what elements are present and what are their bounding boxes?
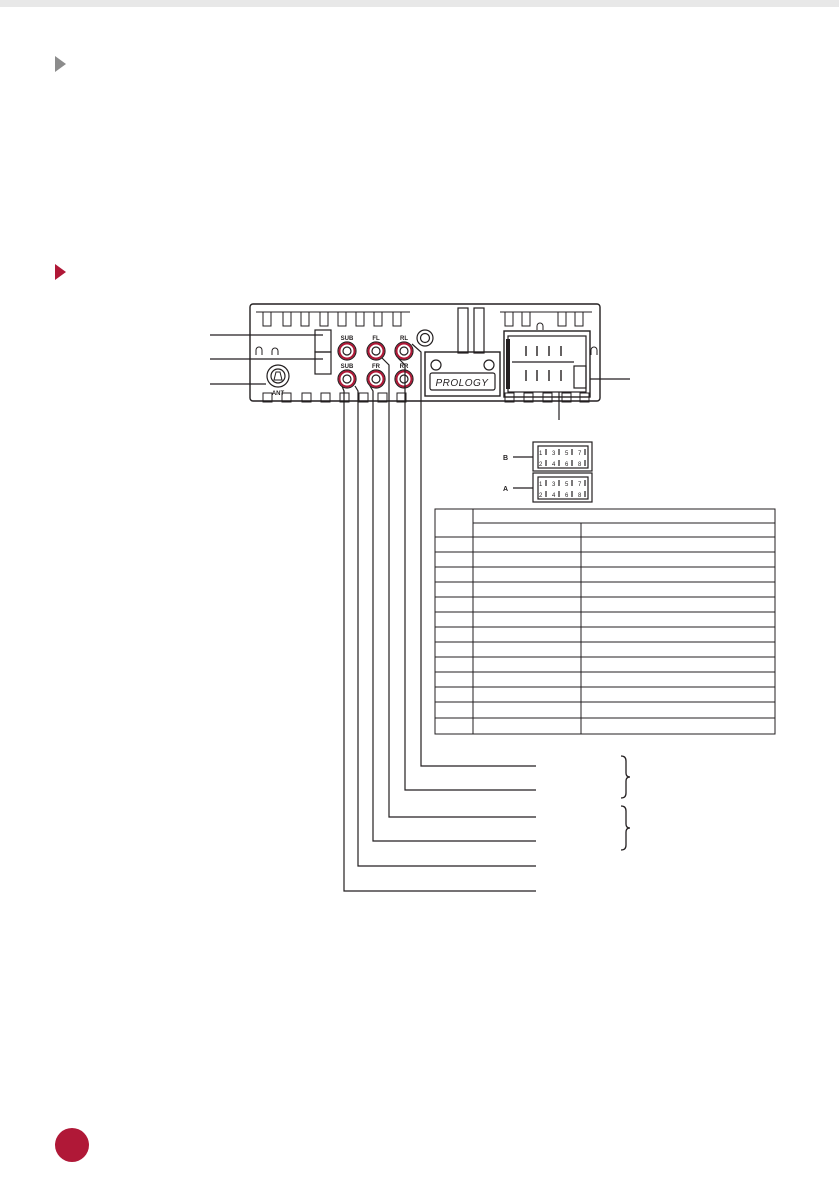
pin-b-5: 5 xyxy=(565,451,569,457)
rca-label-rr: RR xyxy=(400,364,409,370)
rca-label-sub-bottom: SUB xyxy=(341,364,354,370)
brace-icon xyxy=(620,755,631,851)
pin-b-1: 1 xyxy=(539,451,543,457)
pin-b-7: 7 xyxy=(578,451,582,457)
iso-pinout xyxy=(513,441,593,503)
section-marker-red-icon xyxy=(55,264,66,280)
pin-b-4: 4 xyxy=(552,462,556,468)
pin-a-3: 3 xyxy=(552,482,556,488)
top-bar xyxy=(0,0,839,7)
pin-a-8: 8 xyxy=(578,493,582,499)
rca-label-rl: RL xyxy=(400,336,408,342)
antenna-label: ANT xyxy=(272,391,285,397)
pin-a-2: 2 xyxy=(539,493,543,499)
pin-b-2: 2 xyxy=(539,462,543,468)
pin-a-6: 6 xyxy=(565,493,569,499)
rca-jack-icon xyxy=(337,341,414,389)
rear-panel xyxy=(249,303,601,403)
block-a-label: A xyxy=(503,486,508,493)
pin-a-7: 7 xyxy=(578,482,582,488)
pin-b-3: 3 xyxy=(552,451,556,457)
top-tabs xyxy=(256,311,592,327)
page-number-badge xyxy=(55,1128,89,1162)
rca-label-sub-top: SUB xyxy=(341,336,354,342)
section-marker-gray-icon xyxy=(55,56,66,72)
block-b-label: B xyxy=(503,455,508,462)
rca-leaders xyxy=(341,343,536,892)
pin-b-8: 8 xyxy=(578,462,582,468)
brand-logo: PROLOGY xyxy=(436,378,490,389)
left-pointers xyxy=(210,334,323,385)
pin-a-4: 4 xyxy=(552,493,556,499)
pin-b-6: 6 xyxy=(565,462,569,468)
pin-table xyxy=(434,508,776,735)
rca-label-fr: FR xyxy=(372,364,381,370)
rca-label-fl: FL xyxy=(372,336,380,342)
pin-a-5: 5 xyxy=(565,482,569,488)
antenna-socket-icon xyxy=(266,364,290,388)
pin-a-1: 1 xyxy=(539,482,543,488)
